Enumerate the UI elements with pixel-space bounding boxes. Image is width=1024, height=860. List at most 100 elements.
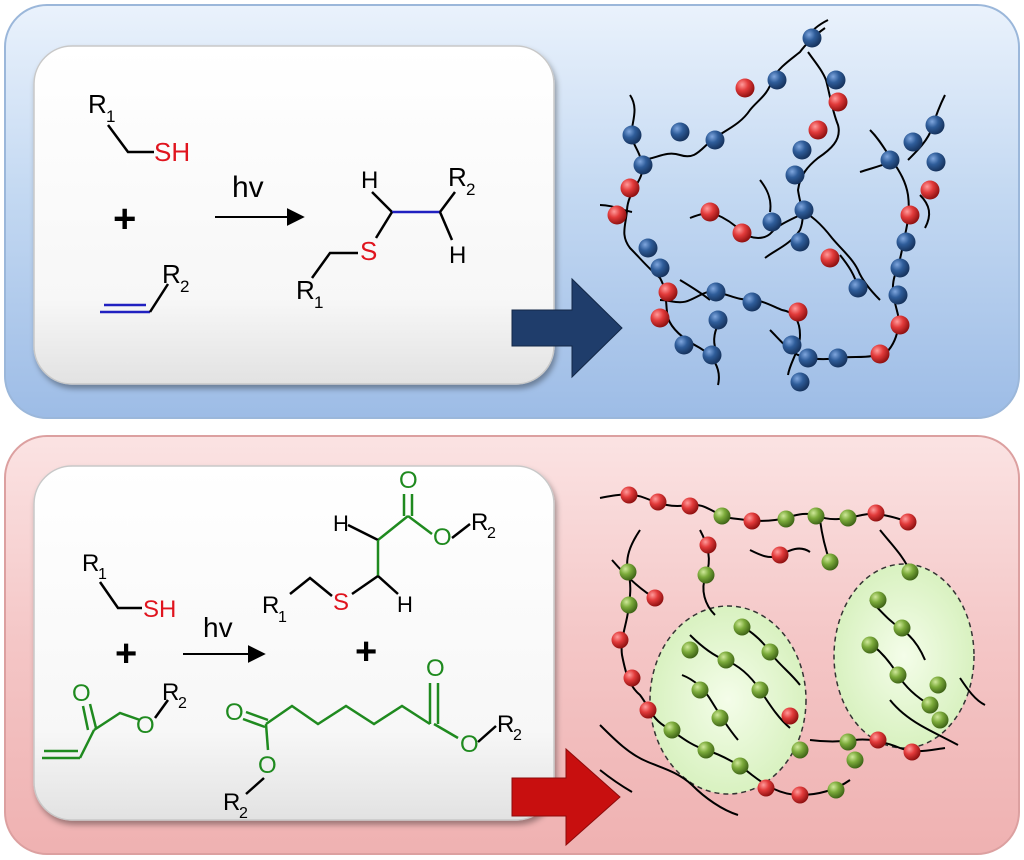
green-bead	[777, 510, 795, 528]
bottom-plus-sign-2: +	[355, 631, 377, 673]
blue-bead	[706, 282, 726, 302]
red-bead	[623, 669, 641, 687]
blue-bead	[742, 292, 762, 312]
bottom-product-r1: R	[262, 592, 279, 619]
red-bead	[903, 743, 921, 761]
green-bead	[821, 553, 839, 571]
blue-bead	[782, 335, 802, 355]
red-bead	[791, 786, 809, 804]
thiol-r-subscript: 1	[106, 107, 115, 126]
red-bead	[899, 513, 917, 531]
blue-bead	[848, 278, 868, 298]
bottom-hv-label: hv	[203, 612, 233, 643]
green-bead	[839, 509, 857, 527]
green-bead	[717, 651, 735, 669]
microgel-domain	[649, 605, 807, 795]
blue-bead	[638, 238, 658, 258]
diester-o1: O	[225, 699, 244, 726]
blue-bead	[828, 348, 848, 368]
blue-bead	[792, 140, 812, 160]
thiol-reactant: R 1 SH	[88, 89, 190, 167]
green-bead	[921, 696, 939, 714]
red-bead	[771, 546, 789, 564]
blue-bead	[790, 372, 810, 392]
diester-r-right-subscript: 2	[513, 727, 522, 744]
bottom-product-h2: H	[397, 592, 413, 617]
thiol-r-label: R	[88, 89, 107, 119]
top-reaction-box	[33, 45, 555, 385]
red-bead	[700, 202, 720, 222]
red-bead	[920, 180, 940, 200]
acrylate-r-subscript: 2	[178, 695, 187, 712]
green-bead	[901, 563, 919, 581]
red-bead	[607, 205, 627, 225]
bottom-panel: R 1 SH + hv O O R 2 O	[4, 435, 1020, 855]
blue-bead	[650, 258, 670, 278]
red-bead	[658, 282, 678, 302]
red-bead	[650, 308, 670, 328]
top-beads	[607, 28, 946, 392]
blue-bead	[798, 348, 818, 368]
green-bead	[663, 721, 681, 739]
red-bead	[890, 315, 910, 335]
alkene-r-label: R	[162, 259, 181, 289]
bottom-thiol-sh-label: SH	[143, 596, 176, 623]
blue-bead	[794, 200, 814, 220]
blue-bead	[622, 125, 642, 145]
red-bead	[781, 707, 799, 725]
green-bead	[869, 591, 887, 609]
alkene-reactant: R 2	[100, 259, 189, 314]
red-bead	[788, 302, 808, 322]
red-bead	[820, 248, 840, 268]
hv-label: hv	[232, 171, 264, 204]
block-arrow-right-icon	[511, 277, 623, 379]
diester-o4: O	[460, 731, 479, 758]
blue-bead	[926, 152, 946, 172]
red-bead	[681, 497, 699, 515]
bottom-thiol-reactant: R 1 SH	[82, 550, 176, 623]
blue-bead	[762, 212, 782, 232]
green-bead	[733, 618, 751, 636]
green-bead	[713, 507, 731, 525]
green-bead	[846, 751, 864, 769]
red-bead	[611, 631, 629, 649]
product-h1-label: H	[361, 167, 378, 194]
bottom-thiol-r-subscript: 1	[98, 566, 107, 583]
green-bead	[761, 643, 779, 661]
thioether-ester-product: O O R 2 H H S R 1	[262, 467, 496, 626]
blue-bead	[670, 122, 690, 142]
product-r2-label: R	[448, 162, 467, 192]
blue-bead	[790, 232, 810, 252]
product-o-carbonyl: O	[399, 467, 418, 494]
green-bead	[807, 507, 825, 525]
alkene-r-subscript: 2	[180, 277, 189, 296]
blue-bead	[785, 165, 805, 185]
blue-bead	[802, 28, 822, 48]
diester-o3: O	[426, 655, 445, 682]
diester-r-right: R	[497, 711, 514, 738]
green-bead	[931, 711, 949, 729]
green-bead	[711, 709, 729, 727]
diester-r-left-subscript: 2	[239, 805, 248, 822]
blue-bead	[880, 150, 900, 170]
blue-bead	[888, 285, 908, 305]
blue-bead	[925, 115, 945, 135]
red-bead	[743, 512, 761, 530]
diester-product: O O R 2 O O R 2	[223, 655, 522, 822]
green-bead	[751, 681, 769, 699]
diester-r-left: R	[223, 789, 240, 816]
plus-sign: +	[113, 197, 136, 241]
blue-bead	[896, 232, 916, 252]
light-arrow: hv	[215, 171, 305, 226]
red-bead	[900, 205, 920, 225]
microgel-domain	[833, 563, 975, 749]
red-bead	[867, 504, 885, 522]
green-bead	[893, 619, 911, 637]
acrylate-o-carbonyl: O	[72, 680, 91, 707]
green-bead	[839, 733, 857, 751]
acrylate-o-ester: O	[136, 712, 155, 739]
acrylate-r-label: R	[162, 679, 179, 706]
bottom-plus-sign-1: +	[115, 633, 137, 675]
green-bead	[697, 741, 715, 759]
blue-bead	[826, 70, 846, 90]
